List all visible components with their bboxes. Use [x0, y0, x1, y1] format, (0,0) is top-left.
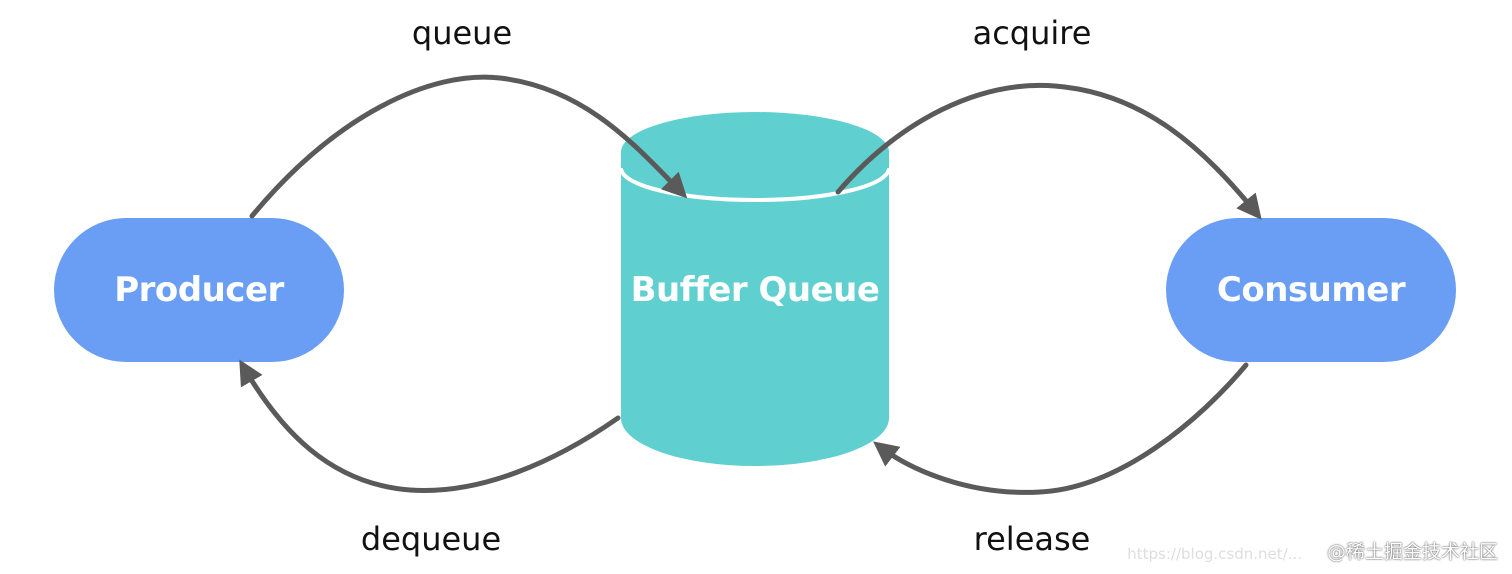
watermark-text: @稀土掘金技术社区 [1326, 541, 1498, 563]
acquire-edge-label: acquire [972, 14, 1092, 52]
acquire-arrow [835, 82, 1262, 220]
queue-arrow [249, 74, 688, 219]
producer-label: Producer [114, 270, 284, 310]
watermark-url: https://blog.csdn.net/... [1127, 545, 1302, 563]
dequeue-arrow [239, 359, 621, 493]
consumer-node [1166, 218, 1456, 362]
producer-node [54, 218, 344, 362]
release-edge-label: release [973, 520, 1091, 558]
release-arrow [873, 362, 1249, 495]
buffer-queue-rim [619, 167, 891, 202]
buffer-queue-label: Buffer Queue [630, 270, 880, 310]
dequeue-edge-label: dequeue [360, 520, 502, 558]
queue-edge-label: queue [411, 14, 513, 52]
buffer-queue-top [621, 112, 889, 192]
consumer-label: Consumer [1216, 270, 1406, 310]
buffer-queue-node [619, 112, 891, 466]
buffer-queue-body [621, 152, 889, 466]
